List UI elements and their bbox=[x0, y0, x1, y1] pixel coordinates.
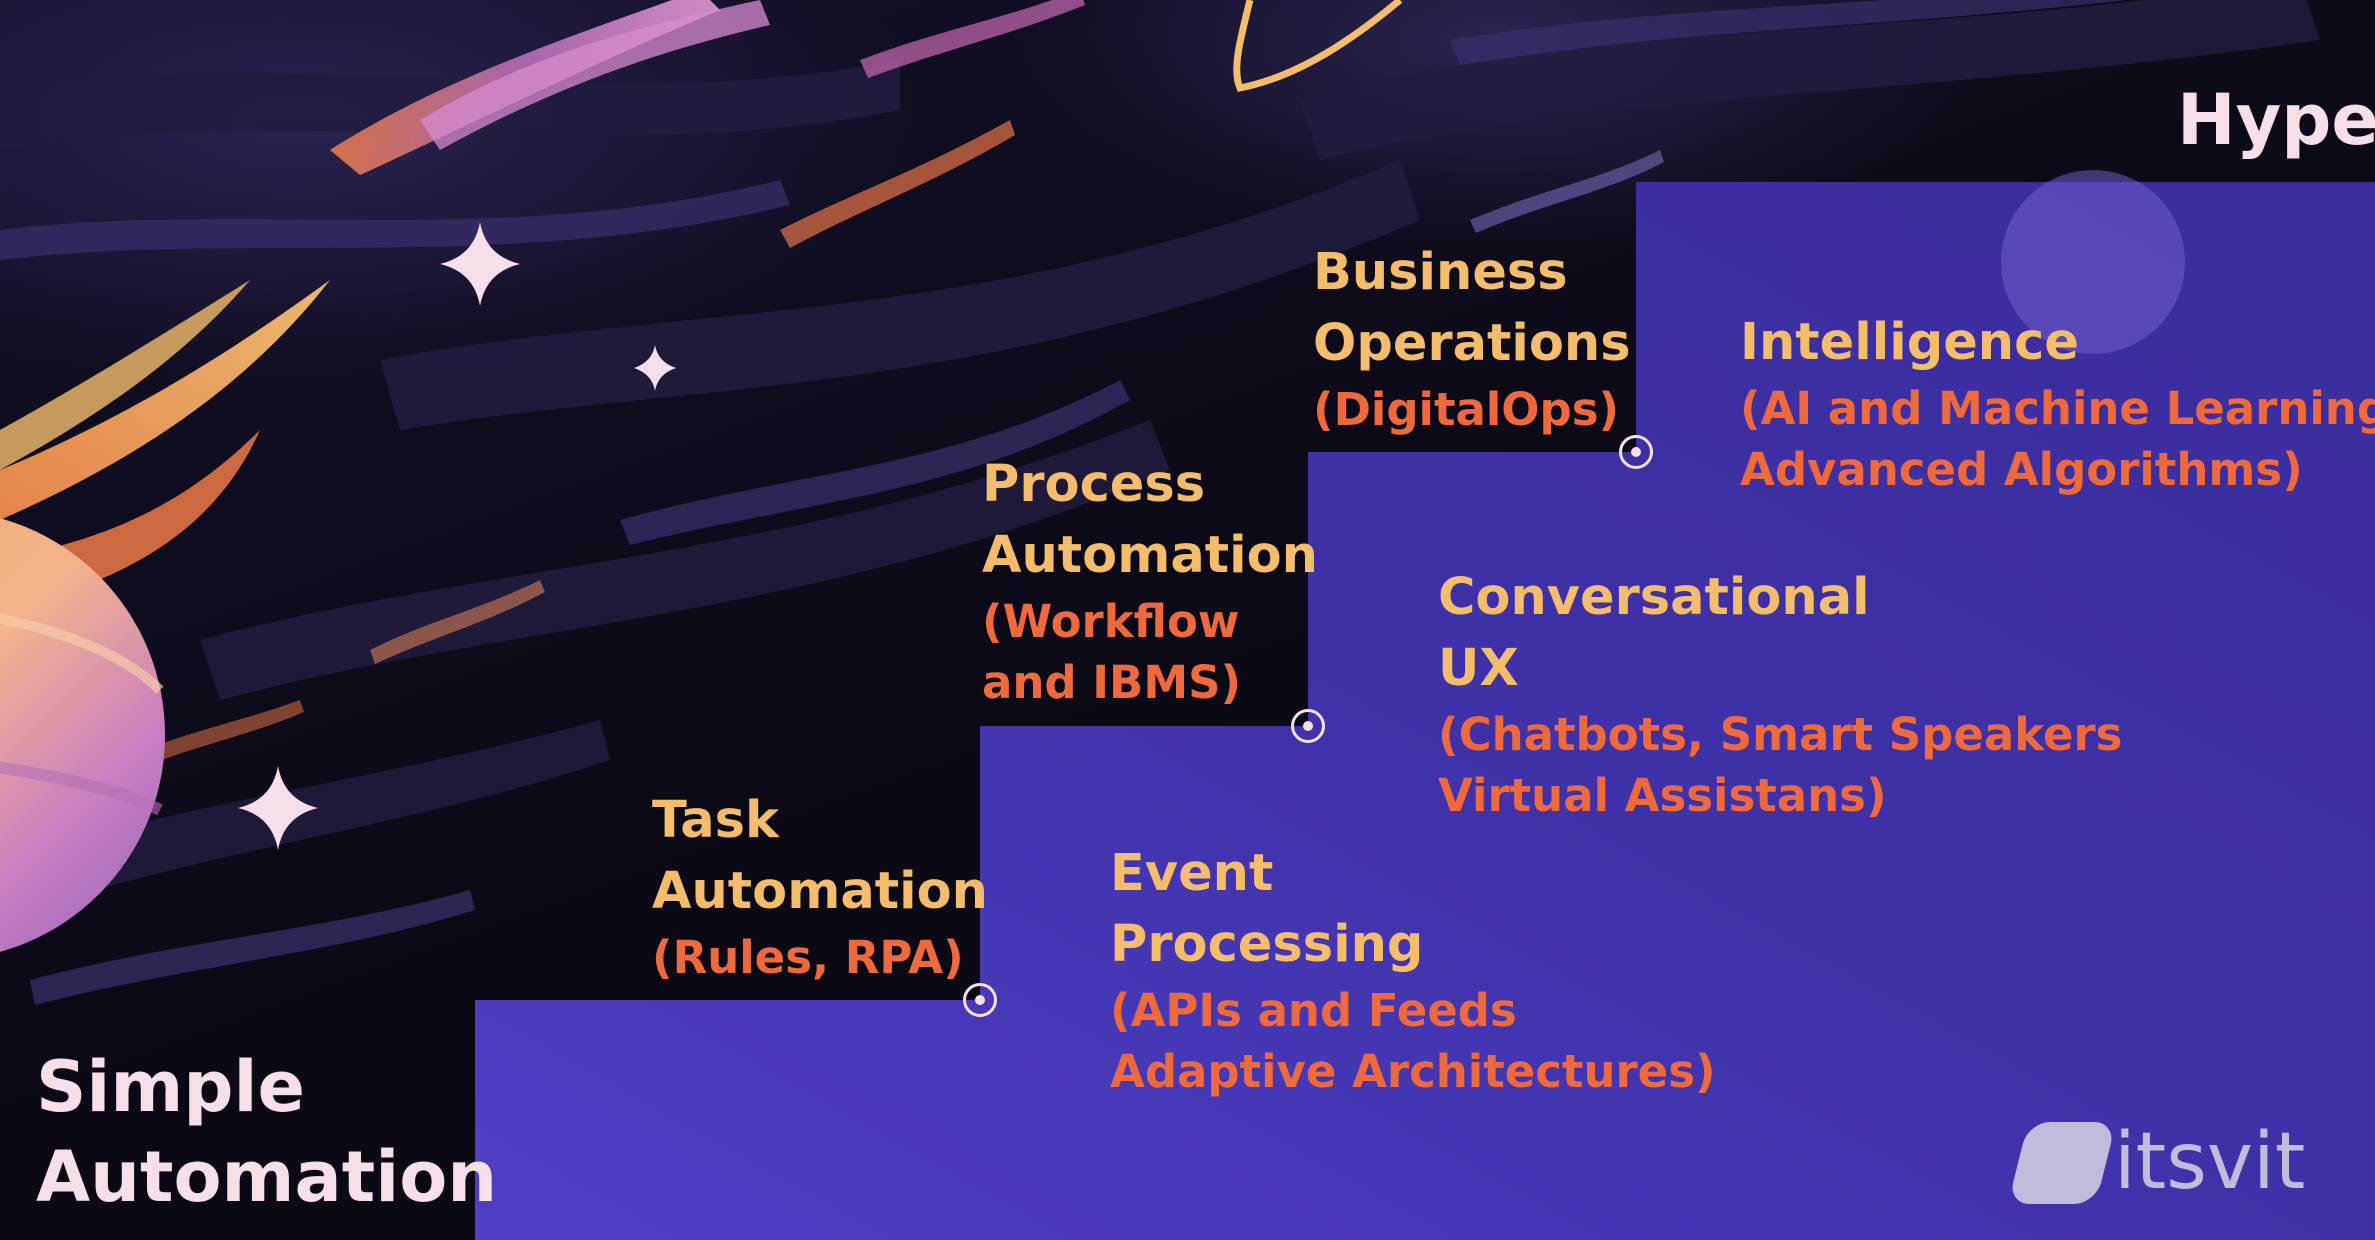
step-event-processing: Event Processing (APIs and Feeds Adaptiv… bbox=[1110, 838, 1716, 1102]
comet-tail bbox=[1233, 0, 1403, 92]
title-line: Simple bbox=[36, 1046, 305, 1128]
step-heading: Automation bbox=[652, 862, 988, 921]
light-streaks bbox=[0, 0, 2127, 1005]
step-marker-icon bbox=[1291, 709, 1325, 743]
step-task-automation: Task Automation (Rules, RPA) bbox=[652, 785, 988, 988]
step-heading: Process bbox=[982, 455, 1206, 514]
sparkle-icon bbox=[238, 766, 318, 850]
step-heading: Automation bbox=[982, 526, 1318, 585]
step-marker-icon bbox=[963, 983, 997, 1017]
step-detail: Adaptive Architectures) bbox=[1110, 1045, 1716, 1098]
title-simple-automation: Simple Automation bbox=[36, 1042, 497, 1222]
color-strokes bbox=[120, 0, 1664, 774]
step-detail: Virtual Assistans) bbox=[1438, 769, 1887, 822]
step-heading: Event bbox=[1110, 844, 1274, 903]
step-detail: (Rules, RPA) bbox=[652, 931, 964, 984]
brand-name: itsvit bbox=[2114, 1117, 2306, 1207]
step-detail: (APIs and Feeds bbox=[1110, 984, 1517, 1037]
planet-icon bbox=[0, 280, 330, 952]
step-conversational-ux: Conversational UX (Chatbots, Smart Speak… bbox=[1438, 562, 2122, 826]
step-heading: Operations bbox=[1313, 314, 1631, 373]
step-heading: Intelligence bbox=[1740, 313, 2079, 372]
step-detail: (DigitalOps) bbox=[1313, 383, 1620, 436]
step-process-automation: Process Automation (Workflow and IBMS) bbox=[982, 449, 1318, 713]
step-marker-icon bbox=[1619, 435, 1653, 469]
brand-logo: itsvit bbox=[2007, 1112, 2318, 1212]
sparkle-icon bbox=[440, 222, 520, 306]
sparkle-icon bbox=[634, 345, 676, 391]
step-heading: Processing bbox=[1110, 915, 1424, 974]
step-heading: Business bbox=[1313, 243, 1568, 302]
title-hyperautomation: Hyperautomation bbox=[2177, 79, 2375, 161]
step-business-operations: Business Operations (DigitalOps) bbox=[1313, 237, 1631, 440]
logo-mark-icon bbox=[2007, 1122, 2117, 1204]
title-line: Automation bbox=[36, 1136, 498, 1218]
step-heading: Conversational bbox=[1438, 568, 1870, 627]
stairs-shape bbox=[475, 182, 2375, 1240]
step-detail: (AI and Machine Learning bbox=[1740, 382, 2375, 435]
step-detail: Advanced Algorithms) bbox=[1740, 443, 2303, 496]
step-heading: Task bbox=[652, 791, 779, 850]
moon-icon bbox=[2001, 170, 2185, 354]
step-detail: (Workflow bbox=[982, 595, 1240, 648]
step-heading: UX bbox=[1438, 639, 1519, 698]
step-detail: and IBMS) bbox=[982, 656, 1242, 709]
step-detail: (Chatbots, Smart Speakers bbox=[1438, 708, 2123, 761]
step-intelligence: Intelligence (AI and Machine Learning Ad… bbox=[1740, 307, 2375, 500]
